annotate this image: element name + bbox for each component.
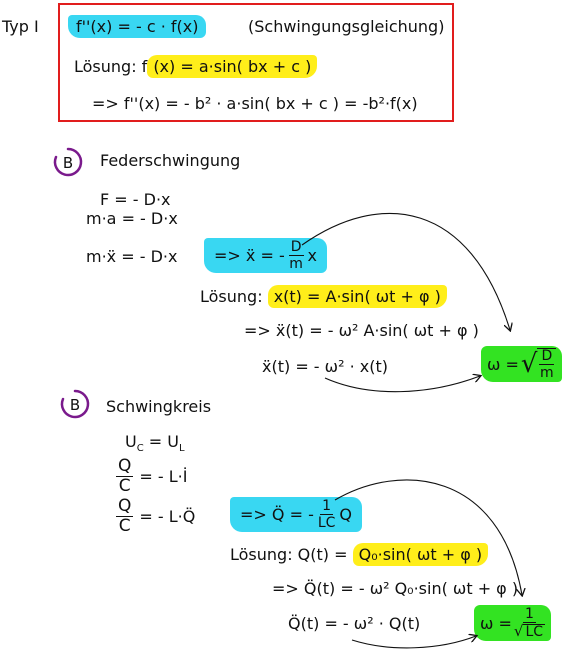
- section2-arrow-pre: => Q̈ = -: [240, 505, 314, 524]
- section1-arrow-post: x: [307, 246, 317, 265]
- section2-line2-rhs: = - L·İ: [139, 467, 188, 486]
- section1-badge-icon: B: [53, 147, 83, 177]
- section2-line2-fraction: Q C: [116, 456, 134, 496]
- section2-fraction-denominator: LC: [317, 515, 336, 531]
- section2-title: Schwingkreis: [106, 397, 212, 416]
- section1-result: ω = √ D m: [481, 346, 563, 382]
- section2-line3-fraction: Q C: [116, 496, 134, 536]
- box-equation-name: (Schwingungsgleichung): [248, 17, 445, 36]
- section2-line1-sub-c: C: [136, 443, 144, 455]
- section2-solution-highlight: Q₀·sin( ωt + φ ): [352, 543, 489, 566]
- section1-arrow-pre: => ẍ = -: [214, 246, 285, 265]
- section2-result-fraction: 1 √ LC: [513, 606, 546, 640]
- section2-line1: UC = UL: [125, 432, 185, 454]
- section2-result-sqrt: √ LC: [513, 622, 546, 640]
- section1-solution-highlight: x(t) = A·sin( ωt + φ ): [267, 285, 447, 308]
- section2-line1-sub-l: L: [179, 443, 185, 455]
- section2-line1-u: U: [125, 432, 137, 451]
- section2-solution: Lösung: Q(t) = Q₀·sin( ωt + φ ): [230, 543, 489, 566]
- section2-result-numerator: 1: [523, 606, 536, 623]
- section2-fraction: 1 LC: [318, 499, 336, 530]
- section1-arrow-top: [301, 213, 510, 330]
- section2-result-omega: ω =: [480, 613, 512, 633]
- section1-line3: m·ẍ = - D·x: [86, 247, 178, 266]
- section2-arrow-top: [334, 479, 522, 595]
- section1-fraction-numerator: D: [288, 239, 304, 256]
- section2-result: ω = 1 √ LC: [474, 605, 552, 641]
- section2-fraction-numerator: 1: [320, 498, 334, 515]
- box-derivation: => f''(x) = - b² · a·sin( bx + c ) = -b²…: [92, 94, 418, 113]
- summary-box: [58, 3, 454, 122]
- section2-arrow-equation: => Q̈ = - 1 LC Q: [230, 497, 363, 532]
- section2-result-denominator: LC: [523, 624, 546, 640]
- section1-arrow-equation: => ẍ = - D m x: [204, 238, 327, 273]
- typ-label: Typ I: [2, 17, 39, 36]
- section1-fraction-denominator: m: [289, 256, 303, 272]
- section2-line3-numerator: Q: [116, 496, 134, 517]
- section1-derivation2: ẍ(t) = - ω² · x(t): [262, 357, 388, 376]
- section1-solution: Lösung: x(t) = A·sin( ωt + φ ): [200, 285, 447, 308]
- section2-arrow-post: Q: [339, 505, 353, 524]
- section2-line1-mid: = U: [143, 432, 179, 451]
- section1-result-sqrt: √ D m: [521, 348, 557, 381]
- section1-title: Federschwingung: [100, 151, 241, 170]
- section1-result-denominator: m: [540, 365, 554, 381]
- section2-derivation2: Q̈(t) = - ω² · Q(t): [288, 614, 421, 633]
- section1-badge-letter: B: [63, 154, 73, 172]
- box-solution-highlight: (x) = a·sin( bx + c ): [147, 55, 318, 78]
- section2-line3-denominator: C: [118, 516, 131, 536]
- section1-arrow-highlight: => ẍ = - D m x: [204, 238, 327, 273]
- box-solution: Lösung: f(x) = a·sin( bx + c ): [74, 55, 318, 78]
- box-equation-highlight: f''(x) = - c · f(x): [68, 15, 207, 38]
- section2-line3-rhs: = - L·Q̈: [139, 507, 196, 526]
- section1-derivation1: => ẍ(t) = - ω² A·sin( ωt + φ ): [244, 321, 479, 340]
- section2-result-denominator-wrap: √ LC: [513, 622, 546, 640]
- section1-arrow-bottom: [324, 376, 480, 393]
- section2-badge-letter: B: [70, 396, 80, 414]
- section1-result-omega: ω =: [487, 354, 519, 374]
- section1-line2: m·a = - D·x: [86, 209, 178, 228]
- section2-arrow-bottom: [351, 636, 476, 649]
- box-equation: f''(x) = - c · f(x): [68, 15, 207, 38]
- section2-derivation1: => Q̈(t) = - ω² Q₀·sin( ωt + φ ): [272, 579, 519, 598]
- section2-line2-numerator: Q: [116, 456, 134, 477]
- section2-line3: Q C = - L·Q̈: [116, 498, 195, 535]
- section1-result-highlight: ω = √ D m: [481, 346, 563, 382]
- section1-solution-label: Lösung:: [200, 287, 263, 306]
- section2-badge-icon: B: [60, 389, 90, 419]
- section2-solution-label: Lösung: Q(t) =: [230, 545, 348, 564]
- section2-result-highlight: ω = 1 √ LC: [474, 605, 552, 641]
- section1-result-numerator: D: [539, 348, 555, 365]
- section2-line2: Q C = - L·İ: [116, 458, 187, 495]
- section2-line2-denominator: C: [118, 476, 131, 496]
- box-solution-label: Lösung: f: [74, 57, 148, 76]
- section1-line1: F = - D·x: [100, 190, 171, 209]
- section2-arrow-highlight: => Q̈ = - 1 LC Q: [230, 497, 363, 532]
- section1-fraction: D m: [288, 239, 304, 272]
